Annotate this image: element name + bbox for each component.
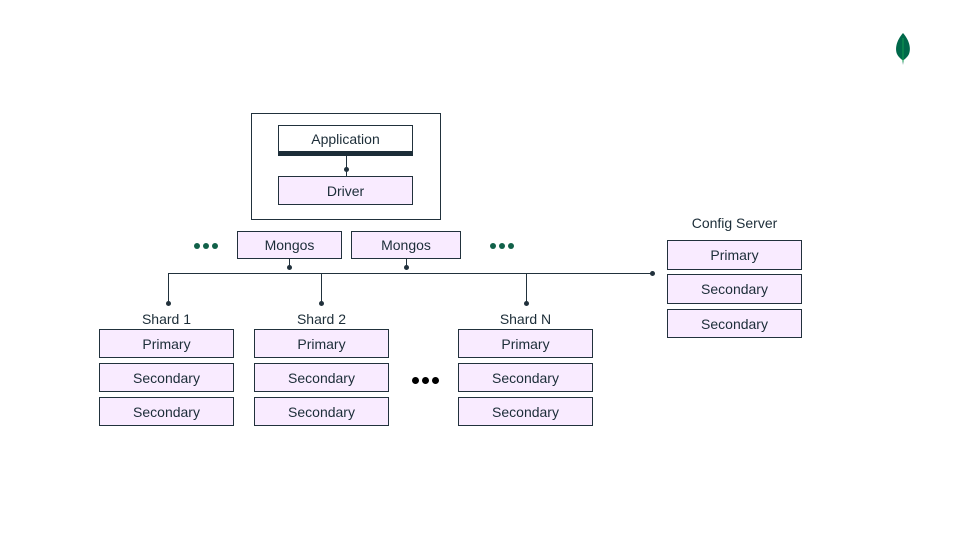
shard-n-connector — [526, 273, 527, 303]
config-secondary-node: Secondary — [667, 309, 802, 338]
member-label: Secondary — [492, 403, 559, 420]
application-container — [251, 113, 441, 220]
app-driver-joint — [344, 167, 349, 172]
config-secondary-node: Secondary — [667, 274, 802, 304]
mongos-label: Mongos — [381, 237, 431, 253]
shard-1-joint — [166, 301, 171, 306]
member-label: Secondary — [288, 403, 355, 420]
mongos-node-2: Mongos — [351, 231, 461, 259]
mongodb-leaf-icon — [896, 33, 910, 65]
shard-n-secondary-node: Secondary — [458, 363, 593, 392]
member-label: Secondary — [701, 315, 768, 332]
shard-n-secondary-node: Secondary — [458, 397, 593, 426]
member-label: Primary — [710, 247, 759, 263]
member-label: Primary — [142, 335, 191, 352]
shard-2-label: Shard 2 — [296, 311, 347, 327]
member-label: Primary — [297, 335, 346, 352]
shard-n-label: Shard N — [499, 311, 552, 327]
shard-1-secondary-node: Secondary — [99, 397, 234, 426]
cluster-bus-line — [168, 273, 652, 274]
shard-2-secondary-node: Secondary — [254, 397, 389, 426]
application-label: Application — [311, 130, 380, 147]
shard-1-secondary-node: Secondary — [99, 363, 234, 392]
shard-1-connector — [168, 273, 169, 303]
member-label: Secondary — [492, 369, 559, 386]
member-label: Secondary — [133, 403, 200, 420]
shard-1-primary-node: Primary — [99, 329, 234, 358]
mongos-node-1: Mongos — [237, 231, 342, 259]
more-shards-ellipsis — [412, 377, 439, 384]
config-server-label: Config Server — [691, 215, 778, 231]
more-routers-left-ellipsis — [194, 243, 218, 249]
member-label: Secondary — [133, 369, 200, 386]
config-bus-joint — [650, 271, 655, 276]
config-primary-node: Primary — [667, 240, 802, 270]
shard-2-connector — [321, 273, 322, 303]
member-label: Secondary — [701, 281, 768, 297]
driver-label: Driver — [326, 182, 365, 199]
mongos-1-joint — [287, 265, 292, 270]
application-node: Application — [278, 125, 413, 156]
shard-2-primary-node: Primary — [254, 329, 389, 358]
more-routers-right-ellipsis — [490, 243, 514, 249]
driver-node: Driver — [278, 176, 413, 205]
shard-n-primary-node: Primary — [458, 329, 593, 358]
shard-2-secondary-node: Secondary — [254, 363, 389, 392]
mongos-2-connector — [406, 259, 407, 267]
mongos-label: Mongos — [264, 237, 315, 253]
shard-n-joint — [524, 301, 529, 306]
mongos-1-connector — [289, 259, 290, 267]
shard-2-joint — [319, 301, 324, 306]
member-label: Primary — [501, 335, 550, 352]
mongos-2-joint — [404, 265, 409, 270]
member-label: Secondary — [288, 369, 355, 386]
shard-1-label: Shard 1 — [141, 311, 192, 327]
app-driver-connector — [346, 156, 347, 176]
